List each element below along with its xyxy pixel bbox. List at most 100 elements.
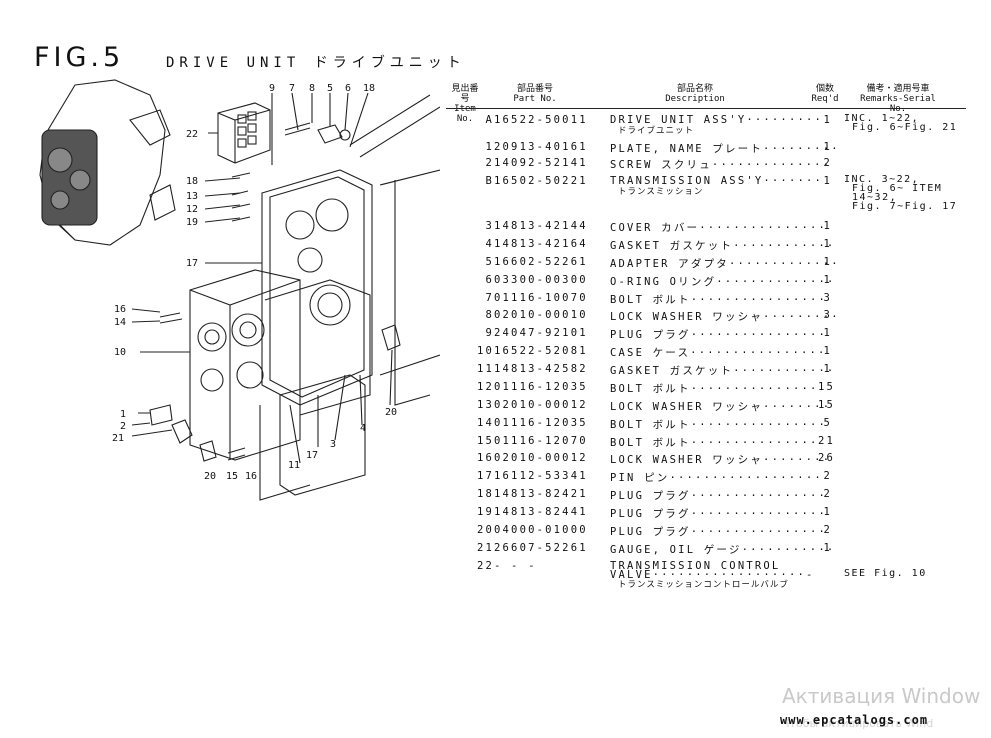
part-description: PLATE, NAME プレート········· xyxy=(610,143,840,155)
part-description: LOCK WASHER ワッシャ········ xyxy=(610,401,832,413)
part-description: PLUG プラグ················ xyxy=(610,526,828,538)
activation-watermark: Активация Window xyxy=(782,684,981,708)
part-number: 02010-00010 xyxy=(494,309,588,321)
quantity: 2 xyxy=(823,470,832,482)
figure-subtitle: DRIVE UNIT ドライブユニット xyxy=(166,55,466,71)
part-description: ADAPTER アダプタ············· xyxy=(610,258,840,270)
quantity: 15 xyxy=(818,399,836,411)
item-number: 11 xyxy=(476,363,494,375)
part-description: GAUGE, OIL ゲージ··········· xyxy=(610,544,836,556)
part-description: BOLT ボルト················ xyxy=(610,419,828,431)
quantity: 1 xyxy=(823,114,832,126)
site-link[interactable]: www.epcatalogs.com xyxy=(780,713,929,727)
svg-text:21: 21 xyxy=(112,433,124,444)
svg-text:9: 9 xyxy=(269,83,275,94)
part-number: 03300-00300 xyxy=(494,274,588,286)
part-description-japanese: トランスミッション xyxy=(618,187,704,197)
part-number: 26607-52261 xyxy=(494,542,588,554)
figure-title: FIG.5 xyxy=(34,42,125,73)
svg-text:5: 5 xyxy=(327,83,333,94)
part-number: 16522-50011 xyxy=(494,114,588,126)
remarks: SEE Fig. 10 xyxy=(844,568,927,579)
svg-text:4: 4 xyxy=(360,423,366,434)
item-number: 3 xyxy=(485,220,494,232)
part-description: TRANSMISSION ASS'Y······· xyxy=(610,175,824,187)
part-description: BOLT ボルト················ xyxy=(610,294,828,306)
part-number: 02010-00012 xyxy=(494,399,588,411)
item-number: 21 xyxy=(476,542,494,554)
part-description: SCREW スクリュ·············· xyxy=(610,159,832,171)
svg-text:15: 15 xyxy=(226,471,238,482)
part-description: O-RING Oリング·············· xyxy=(610,276,836,288)
remarks-line: SEE Fig. 10 xyxy=(844,568,927,579)
quantity: 1 xyxy=(823,175,832,187)
remarks-line: INC. 3~22, xyxy=(844,174,920,185)
svg-text:3: 3 xyxy=(330,439,336,450)
header-divider xyxy=(446,108,966,109)
quantity: 1 xyxy=(823,238,832,250)
part-description: DRIVE UNIT ASS'Y········· xyxy=(610,114,824,126)
part-number: 14092-52141 xyxy=(494,157,588,169)
part-description: PLUG プラグ················ xyxy=(610,329,828,341)
item-number: 5 xyxy=(485,256,494,268)
cover-gasket-drawing xyxy=(261,169,440,406)
part-description: GASKET ガスケット············ xyxy=(610,240,836,252)
item-number: A xyxy=(485,114,494,126)
part-description: PIN ピン·················· xyxy=(610,472,823,484)
quantity: 3 xyxy=(823,292,832,304)
item-number: 22 xyxy=(476,560,494,572)
svg-text:22: 22 xyxy=(186,129,198,140)
part-number: 16522-52081 xyxy=(494,345,588,357)
part-description: BOLT ボルト··············· xyxy=(610,437,819,449)
part-number: 16112-53341 xyxy=(494,470,588,482)
item-number: 1 xyxy=(485,141,494,153)
part-description-line2: VALVE··················- xyxy=(610,569,815,581)
quantity: 21 xyxy=(818,435,836,447)
part-number: 14813-42582 xyxy=(494,363,588,375)
case-drawing xyxy=(189,269,371,501)
quantity: 1 xyxy=(823,345,832,357)
svg-text:12: 12 xyxy=(186,204,198,215)
item-number: 10 xyxy=(476,345,494,357)
part-number: 14813-42144 xyxy=(494,220,588,232)
remarks: INC. 1~22,Fig. 6~Fig. 21 xyxy=(844,114,958,133)
quantity: 1 xyxy=(823,274,832,286)
item-number: 9 xyxy=(485,327,494,339)
item-number: 18 xyxy=(476,488,494,500)
part-number: - - - xyxy=(494,560,537,572)
svg-text:16: 16 xyxy=(114,304,126,315)
svg-text:14: 14 xyxy=(114,317,126,328)
part-number: 14813-82441 xyxy=(494,506,588,518)
quantity: 1 xyxy=(823,542,832,554)
remarks-line: Fig. 6~ ITEM xyxy=(852,183,943,194)
svg-text:8: 8 xyxy=(309,83,315,94)
remarks-line: Fig. 6~Fig. 21 xyxy=(852,122,958,133)
quantity: 1 xyxy=(823,141,832,153)
part-description: PLUG プラグ················ xyxy=(610,508,828,520)
remarks-line: 14~32, xyxy=(852,192,898,203)
item-number: B xyxy=(485,175,494,187)
part-number: 04000-01000 xyxy=(494,524,588,536)
quantity: 1 xyxy=(823,363,832,375)
part-description: COVER カバー··············· xyxy=(610,222,828,234)
activation-watermark-sub: Чтобы активировать Wind xyxy=(782,717,934,730)
